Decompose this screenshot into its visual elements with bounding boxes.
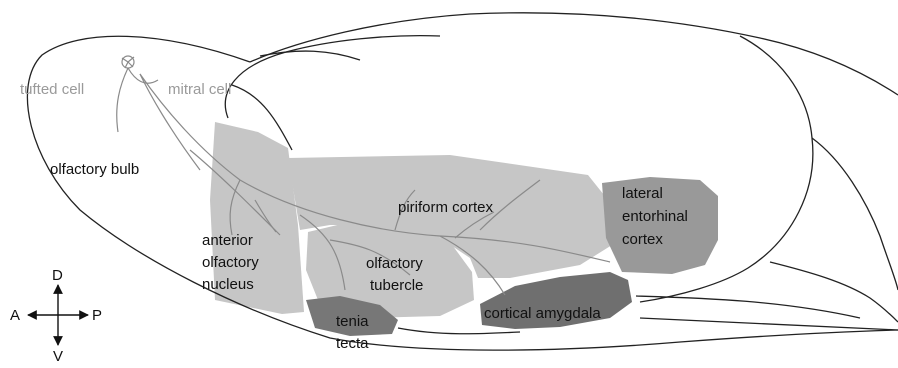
olfactory-bulb-label: olfactory bulb: [50, 161, 139, 178]
compass-posterior-label: P: [92, 307, 102, 324]
mitral-cell-label: mitral cell: [168, 81, 231, 98]
compass-dorsal-label: D: [52, 267, 63, 284]
tufted-cell-label: tufted cell: [20, 81, 84, 98]
compass-ventral-label: V: [53, 348, 63, 363]
cortical-amygdala-label: cortical amygdala: [484, 305, 601, 322]
piriform-cortex-label: piriform cortex: [398, 199, 494, 216]
orientation-compass: D V A P: [10, 267, 102, 363]
compass-anterior-label: A: [10, 307, 20, 324]
